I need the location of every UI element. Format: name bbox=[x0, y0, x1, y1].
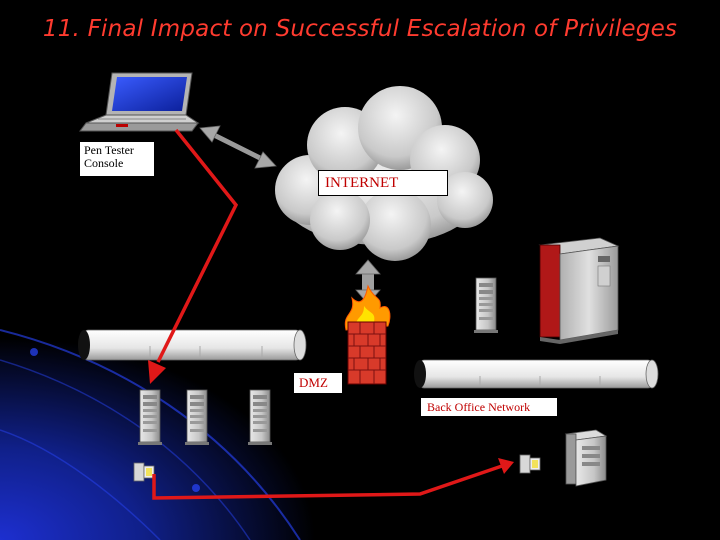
arrowhead bbox=[148, 360, 166, 384]
slide-title: 11. Final Impact on Successful Escalatio… bbox=[42, 16, 678, 42]
dmz-network-segment bbox=[78, 329, 307, 361]
arrowhead bbox=[498, 458, 514, 474]
back-office-network-segment bbox=[414, 359, 659, 389]
back-office-network-label: Back Office Network bbox=[420, 397, 558, 417]
label-line: Pen Tester bbox=[84, 143, 134, 157]
plug-icon bbox=[133, 462, 155, 482]
dmz-label: DMZ bbox=[293, 372, 343, 394]
tower-server-icon bbox=[247, 389, 273, 446]
accent-dot bbox=[192, 484, 200, 492]
internet-label: INTERNET bbox=[318, 170, 448, 196]
plug-icon bbox=[519, 454, 541, 474]
pen-tester-console-label: Pen Tester Console bbox=[79, 141, 155, 177]
accent-dot bbox=[30, 348, 38, 356]
tower-server-icon bbox=[137, 389, 163, 446]
connection-arrow bbox=[199, 125, 277, 169]
back-office-server-icon bbox=[564, 429, 608, 487]
firewall-icon bbox=[344, 284, 391, 385]
attack-path bbox=[152, 128, 503, 500]
tower-server-icon bbox=[473, 277, 499, 334]
tower-server-icon bbox=[184, 389, 210, 446]
mainframe-icon bbox=[538, 237, 620, 344]
label-line: Console bbox=[84, 156, 124, 170]
laptop-icon bbox=[79, 72, 200, 132]
